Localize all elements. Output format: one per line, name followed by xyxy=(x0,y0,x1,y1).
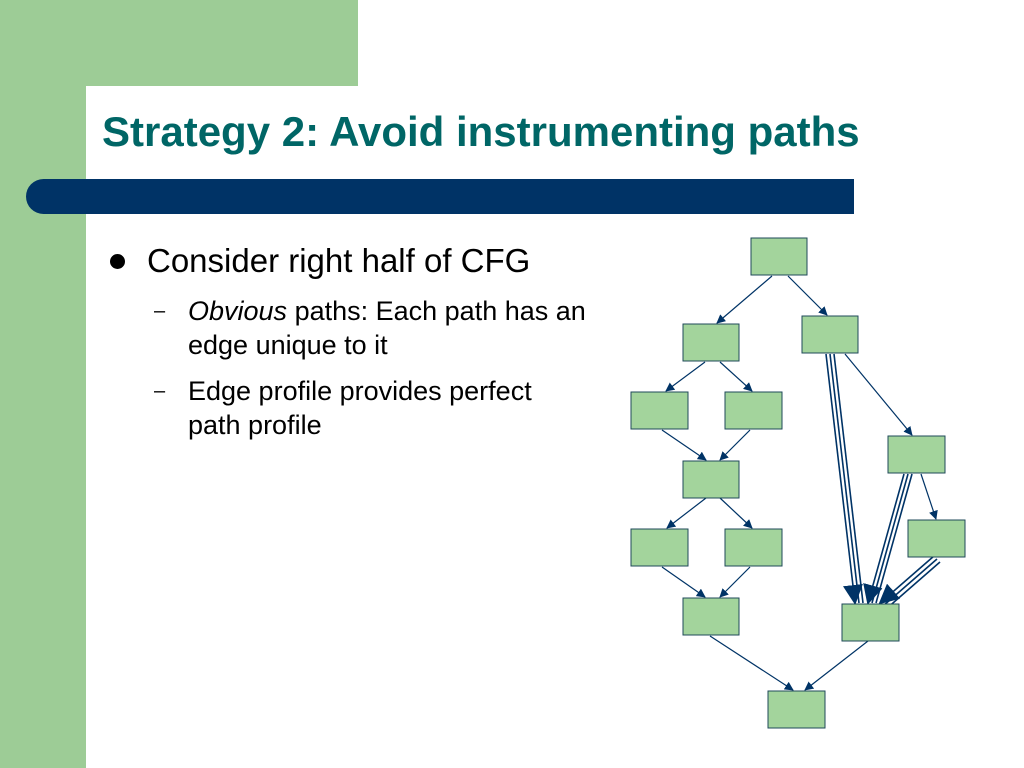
cfg-node xyxy=(887,435,946,474)
cfg-edge xyxy=(719,429,751,461)
cfg-node xyxy=(682,597,740,636)
cfg-thick-edge xyxy=(825,353,863,605)
cfg-node xyxy=(724,391,783,430)
subbullet-item: – Obvious paths: Each path has an edge u… xyxy=(154,294,628,362)
cfg-edge xyxy=(804,640,869,691)
cfg-edge xyxy=(666,497,707,529)
cfg-edge xyxy=(719,497,753,529)
cfg-edge xyxy=(920,473,938,520)
bullet-list: Consider right half of CFG – Obvious pat… xyxy=(108,240,628,442)
cfg-edge xyxy=(661,429,707,461)
cfg-thick-edge xyxy=(882,558,938,607)
cfg-thick-edge xyxy=(829,353,860,604)
bullet-text: Consider right half of CFG xyxy=(147,242,531,279)
cfg-thick-edge xyxy=(833,353,864,604)
subbullet-rest: paths: Each path has an edge unique to i… xyxy=(188,296,586,360)
cfg-edge xyxy=(709,635,794,691)
cfg-node xyxy=(630,391,689,430)
cfg-nodes xyxy=(630,237,966,729)
cfg-node xyxy=(750,237,808,276)
bullet-dot-icon xyxy=(110,254,125,269)
cfg-node xyxy=(724,528,783,567)
slide-title: Strategy 2: Avoid instrumenting paths xyxy=(102,108,860,155)
subbullet-item: – Edge profile provides perfect path pro… xyxy=(154,374,628,442)
cfg-node xyxy=(682,460,740,499)
cfg-node xyxy=(630,528,689,567)
cfg-edge xyxy=(787,275,828,316)
cfg-edge xyxy=(661,566,706,598)
bullet-item: Consider right half of CFG xyxy=(108,240,628,282)
subbullet-emphasis: Obvious xyxy=(188,296,288,326)
cfg-node xyxy=(682,323,740,362)
cfg-thick-edge xyxy=(885,561,941,610)
cfg-node xyxy=(907,519,966,558)
subbullet-dash: – xyxy=(154,380,166,402)
subbullet-text: Obvious paths: Each path has an edge uni… xyxy=(188,294,588,362)
decor-green-left xyxy=(0,0,86,768)
cfg-node xyxy=(767,690,826,729)
subbullet-dash: – xyxy=(154,300,166,322)
cfg-thick-edge xyxy=(871,473,909,604)
cfg-node xyxy=(841,603,900,642)
cfg-thick-edge xyxy=(875,473,913,604)
cfg-edge xyxy=(719,566,751,598)
cfg-thick-edge xyxy=(863,473,905,605)
subbullet-text: Edge profile provides perfect path profi… xyxy=(188,374,588,442)
cfg-edges xyxy=(661,275,938,691)
title-underline-bar xyxy=(26,179,854,214)
subbullet-rest: Edge profile provides perfect path profi… xyxy=(188,376,532,440)
cfg-edge xyxy=(844,353,913,436)
cfg-edge xyxy=(716,275,773,324)
cfg-edge xyxy=(665,361,706,392)
cfg-thick-edges xyxy=(825,353,941,610)
cfg-edge xyxy=(719,361,753,392)
cfg-node xyxy=(801,315,859,354)
cfg-thick-edge xyxy=(878,555,935,605)
